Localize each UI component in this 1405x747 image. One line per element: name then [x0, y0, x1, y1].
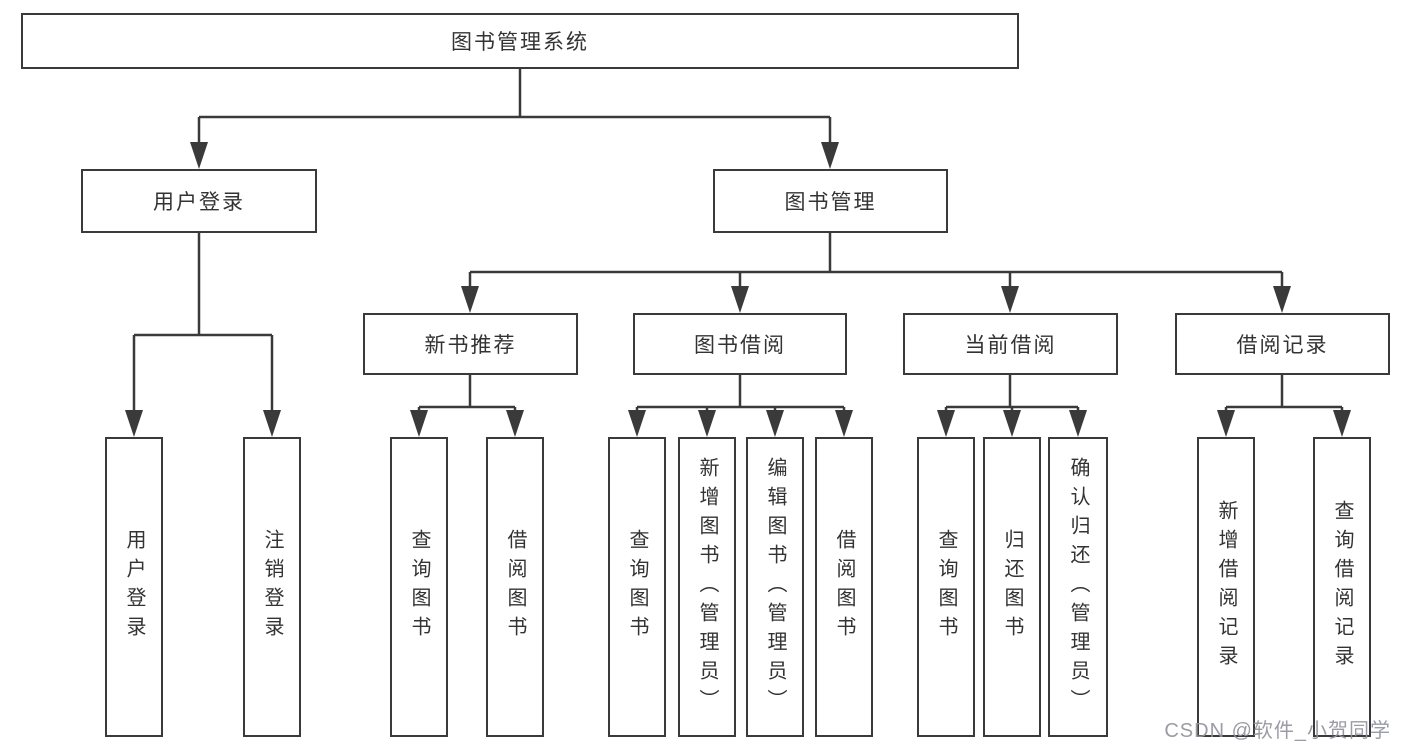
leaf-confirm-return-admin: 确认归还（管理员） [1048, 437, 1108, 737]
leaf-user-login: 用户登录 [105, 437, 163, 737]
node-label: 新增图书（管理员） [696, 456, 718, 718]
node-new-book-recommendation: 新书推荐 [363, 313, 578, 375]
leaf-edit-books-admin: 编辑图书（管理员） [746, 437, 804, 737]
leaf-query-books-current: 查询图书 [917, 437, 975, 737]
node-label: 注销登录 [261, 529, 283, 645]
node-book-management: 图书管理 [713, 169, 948, 233]
leaf-query-borrow-record: 查询借阅记录 [1313, 437, 1371, 737]
node-book-borrowing: 图书借阅 [633, 313, 847, 375]
node-label: 当前借阅 [964, 334, 1057, 357]
node-label: 借阅记录 [1236, 334, 1329, 357]
leaf-query-books-recommend: 查询图书 [390, 437, 448, 737]
node-label: 新书推荐 [424, 334, 517, 357]
node-current-borrowing: 当前借阅 [903, 313, 1118, 375]
node-label: 用户登录 [153, 191, 245, 214]
csdn-watermark: CSDN @软件_小贺同学 [1164, 720, 1391, 742]
node-label: 图书管理系统 [451, 31, 589, 54]
node-label: 图书借阅 [694, 334, 786, 357]
node-label: 借阅图书 [504, 529, 526, 645]
leaf-add-books-admin: 新增图书（管理员） [678, 437, 736, 737]
node-label: 用户登录 [123, 529, 145, 645]
node-label: 查询图书 [935, 529, 957, 645]
node-label: 新增借阅记录 [1215, 500, 1237, 674]
node-label: 图书管理 [784, 191, 877, 214]
leaf-logout: 注销登录 [243, 437, 301, 737]
node-label: 查询图书 [408, 529, 430, 645]
leaf-borrow-books-recommend: 借阅图书 [486, 437, 544, 737]
node-label: 查询图书 [626, 529, 648, 645]
node-user-login: 用户登录 [81, 169, 317, 233]
node-library-management-system: 图书管理系统 [21, 13, 1019, 69]
node-label: 查询借阅记录 [1331, 500, 1353, 674]
node-label: 确认归还（管理员） [1067, 456, 1089, 718]
leaf-borrow-books-borrowing: 借阅图书 [815, 437, 873, 737]
leaf-query-books-borrowing: 查询图书 [608, 437, 666, 737]
node-label: 归还图书 [1001, 529, 1023, 645]
node-borrowing-records: 借阅记录 [1175, 313, 1390, 375]
leaf-return-books: 归还图书 [983, 437, 1041, 737]
node-label: 编辑图书（管理员） [764, 456, 786, 718]
leaf-add-borrow-record: 新增借阅记录 [1197, 437, 1255, 737]
node-label: 借阅图书 [833, 529, 855, 645]
